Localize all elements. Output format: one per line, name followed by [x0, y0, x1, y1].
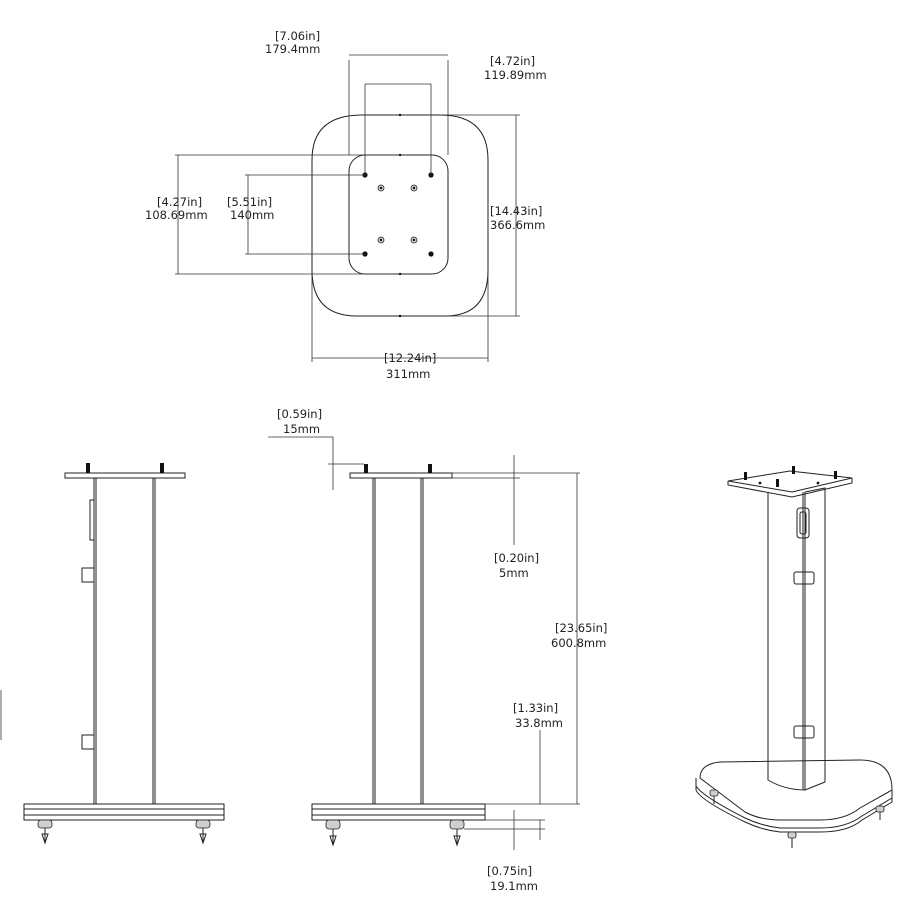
dim-top-outer-height-mm: 108.69mm: [145, 208, 208, 222]
dim-top-outer-height-in: [4.27in]: [157, 195, 202, 209]
mounting-holes: [362, 113, 434, 318]
isometric-view: [695, 466, 893, 848]
dim-foot-height-in: [0.75in]: [487, 864, 532, 878]
side-view-left: [23, 463, 225, 845]
dim-plate-offset-in: [0.59in]: [277, 407, 322, 421]
dim-total-height-mm: 600.8mm: [551, 636, 606, 650]
side-dimension-lines: [268, 436, 580, 850]
dim-plate-thickness-mm: 5mm: [499, 566, 529, 580]
dim-top-hole-width-mm: 119.89mm: [484, 68, 547, 82]
dim-top-hole-width-in: [4.72in]: [490, 54, 535, 68]
center-top-plate: [349, 472, 453, 479]
dim-plate-thickness-in: [0.20in]: [494, 551, 539, 565]
top-view: [7.06in] 179.4mm [4.72in] 119.89mm [4.27…: [145, 29, 547, 381]
dim-base-thickness-mm: 33.8mm: [515, 716, 563, 730]
dim-base-thickness-in: [1.33in]: [513, 701, 558, 715]
dim-top-outer-width-in: [7.06in]: [275, 29, 320, 43]
top-dimension-lines: [175, 54, 520, 362]
dim-plate-offset-mm: 15mm: [283, 422, 320, 436]
dim-total-height-in: [23.65in]: [555, 621, 607, 635]
side-view-center: [0.59in] 15mm [0.20in] 5mm [23.65in] 600…: [268, 407, 607, 893]
dim-top-hole-height-in: [5.51in]: [227, 195, 272, 209]
dim-top-outer-width-mm: 179.4mm: [265, 42, 320, 56]
dim-base-width-in: [12.24in]: [384, 351, 436, 365]
dim-foot-height-mm: 19.1mm: [490, 879, 538, 893]
iso-base-top: [699, 759, 893, 821]
dim-base-depth-mm: 366.6mm: [490, 218, 545, 232]
base-outline: [311, 114, 489, 317]
dim-top-hole-height-mm: 140mm: [230, 208, 274, 222]
dim-base-width-mm: 311mm: [386, 367, 430, 381]
dim-base-depth-in: [14.43in]: [490, 204, 542, 218]
left-top-plate: [64, 472, 186, 479]
